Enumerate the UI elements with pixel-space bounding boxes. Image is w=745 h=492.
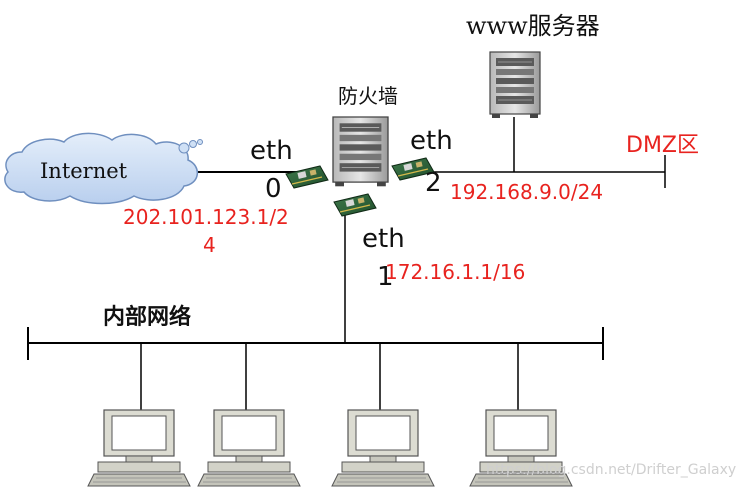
- eth0-number: 0: [265, 174, 282, 204]
- eth0-ip-line2: 4: [203, 233, 216, 257]
- firewall-label: 防火墙: [338, 84, 398, 108]
- pc-3-icon: [331, 409, 435, 487]
- nic-eth0-icon: [285, 165, 329, 189]
- eth1-name: eth: [362, 224, 405, 254]
- eth2-number: 2: [425, 168, 442, 198]
- watermark-text: https://blog.csdn.net/Drifter_Galaxy: [486, 462, 737, 478]
- dmz-label: DMZ区: [626, 133, 699, 158]
- internet-label: Internet: [40, 159, 128, 183]
- pc-1-icon: [87, 409, 191, 487]
- eth0-name: eth: [250, 136, 293, 166]
- www-server-icon: [489, 51, 541, 119]
- eth1-number: 1: [377, 262, 394, 292]
- eth1-ip: 172.16.1.1/16: [385, 260, 526, 284]
- firewall-icon: [332, 116, 389, 187]
- pc-2-icon: [197, 409, 301, 487]
- nic-eth1-icon: [333, 193, 377, 217]
- eth0-ip-line1: 202.101.123.1/2: [123, 205, 289, 229]
- internet-cloud-icon: [4, 132, 203, 205]
- www-server-label: www服务器: [466, 12, 600, 40]
- eth2-ip: 192.168.9.0/24: [450, 180, 604, 204]
- internal-network-label: 内部网络: [103, 304, 192, 330]
- eth2-name: eth: [410, 126, 453, 156]
